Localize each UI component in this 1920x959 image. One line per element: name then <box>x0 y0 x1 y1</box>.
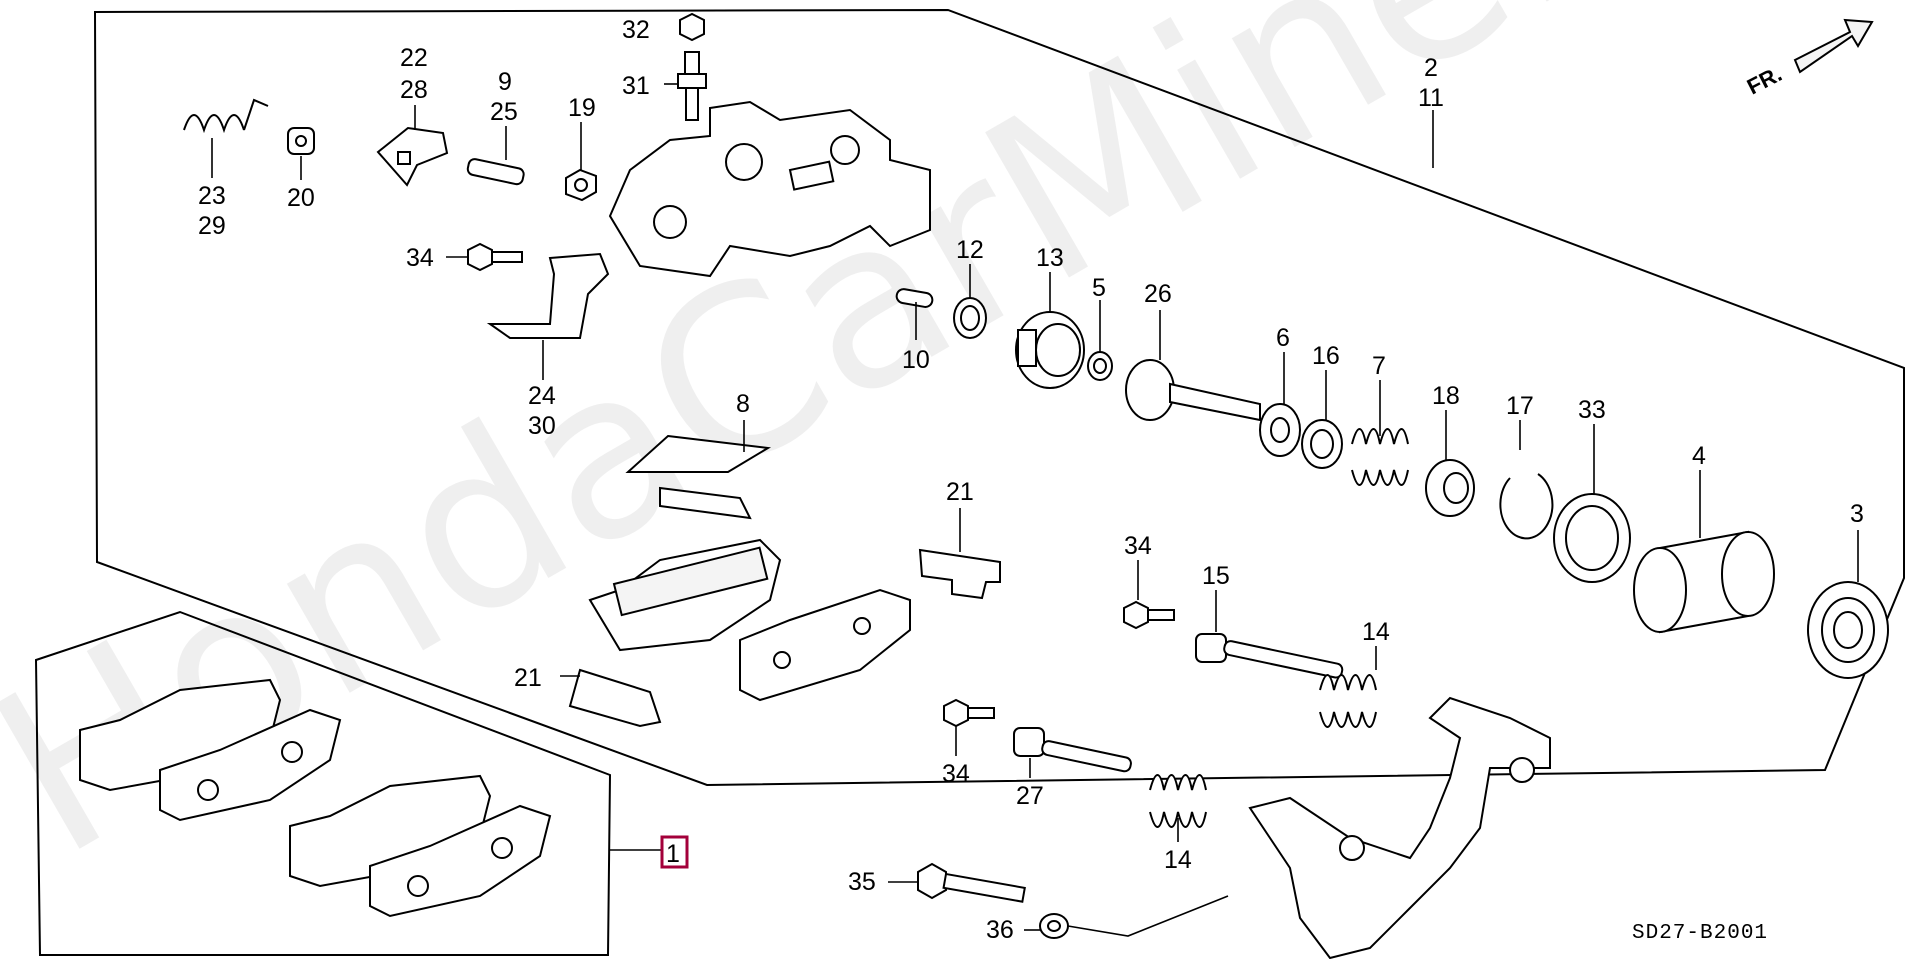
shim-part-8 <box>625 420 772 520</box>
callout-7[interactable]: 7 <box>1372 352 1386 380</box>
callout-30[interactable]: 30 <box>528 412 556 440</box>
bolt-part-34b <box>1123 560 1175 630</box>
callout-10[interactable]: 10 <box>902 346 930 374</box>
plate-part-6 <box>1259 352 1301 457</box>
callout-34c[interactable]: 34 <box>942 760 970 788</box>
bolt-part-34c <box>943 698 995 756</box>
guide-pin-part-27 <box>1013 727 1132 778</box>
callout-29[interactable]: 29 <box>198 212 226 240</box>
callout-26[interactable]: 26 <box>1144 280 1172 308</box>
nut-part-19 <box>565 122 597 202</box>
pin-part-9 <box>466 126 525 186</box>
callout-13[interactable]: 13 <box>1036 244 1064 272</box>
callout-14b[interactable]: 14 <box>1164 846 1192 874</box>
callout-11[interactable]: 11 <box>1418 84 1444 112</box>
callout-22[interactable]: 22 <box>400 44 428 72</box>
callout-9[interactable]: 9 <box>498 68 512 96</box>
seal-part-33 <box>1553 424 1631 583</box>
callout-16[interactable]: 16 <box>1312 342 1340 370</box>
lever-part-22 <box>376 105 449 187</box>
callout-5[interactable]: 5 <box>1092 274 1106 302</box>
pad-set-part-1 <box>79 678 552 918</box>
callout-6[interactable]: 6 <box>1276 324 1290 352</box>
callout-27[interactable]: 27 <box>1016 782 1044 810</box>
piston-part-4 <box>1633 470 1775 634</box>
pad-outer-part <box>739 588 911 702</box>
callout-36[interactable]: 36 <box>986 916 1014 944</box>
callout-33[interactable]: 33 <box>1578 396 1606 424</box>
callout-20[interactable]: 20 <box>287 184 315 212</box>
bolt-part-34a <box>446 242 523 272</box>
callout-28[interactable]: 28 <box>400 76 428 104</box>
retainer-part-21a <box>918 508 1001 600</box>
front-direction-label: FR. <box>1743 61 1786 99</box>
callout-1-highlight-box <box>660 835 689 869</box>
bleeder-screw-part-31 <box>664 51 707 121</box>
callout-1[interactable]: 1 <box>666 840 680 868</box>
ring-part-5 <box>1087 300 1113 381</box>
callout-21a[interactable]: 21 <box>946 478 974 506</box>
collar-part-20 <box>287 127 315 180</box>
retainer-part-21b <box>560 668 662 728</box>
washer-part-16 <box>1301 370 1343 469</box>
pad-inner-part <box>588 538 782 652</box>
callout-14a[interactable]: 14 <box>1362 618 1390 646</box>
spring-part-14a <box>1319 646 1377 728</box>
drawing-code: SD27-B2001 <box>1632 922 1768 945</box>
callout-2[interactable]: 2 <box>1424 54 1438 82</box>
spring-part-14b <box>1149 774 1207 842</box>
callout-34b[interactable]: 34 <box>1124 532 1152 560</box>
callout-25[interactable]: 25 <box>490 98 518 126</box>
callout-17[interactable]: 17 <box>1506 392 1534 420</box>
spring-part-7 <box>1351 380 1409 486</box>
callout-34a[interactable]: 34 <box>406 244 434 272</box>
sleeve-part-13 <box>1015 272 1085 389</box>
callout-15[interactable]: 15 <box>1202 562 1230 590</box>
callout-19[interactable]: 19 <box>568 94 596 122</box>
caliper-bracket-part <box>1248 696 1551 959</box>
callout-4[interactable]: 4 <box>1692 442 1706 470</box>
caliper-body-part <box>608 100 931 278</box>
bolt-part-35 <box>888 862 1026 903</box>
pin-part-10 <box>895 288 934 340</box>
boot-part-3 <box>1807 530 1889 679</box>
callout-35[interactable]: 35 <box>848 868 876 896</box>
bracket-part-24 <box>486 252 610 380</box>
callout-21b[interactable]: 21 <box>514 664 542 692</box>
callout-3[interactable]: 3 <box>1850 500 1864 528</box>
cup-part-18 <box>1425 410 1475 517</box>
callout-23[interactable]: 23 <box>198 182 226 210</box>
bleeder-cap-part-32 <box>679 12 705 42</box>
callout-18[interactable]: 18 <box>1432 382 1460 410</box>
washer-part-36 <box>1024 895 1229 939</box>
spindle-part-26 <box>1125 310 1261 422</box>
spring-part-23 <box>183 98 269 178</box>
callout-31[interactable]: 31 <box>622 72 650 100</box>
callout-24[interactable]: 24 <box>528 382 556 410</box>
circlip-part-17 <box>1499 420 1554 540</box>
ring-part-12 <box>953 264 987 339</box>
front-arrow-icon <box>1793 18 1874 74</box>
callout-8[interactable]: 8 <box>736 390 750 418</box>
callout-32[interactable]: 32 <box>622 16 650 44</box>
guide-pin-part-15 <box>1195 590 1344 679</box>
pad-set-boundary <box>34 610 612 956</box>
front-direction-indicator: FR. <box>1743 18 1874 99</box>
callout-12[interactable]: 12 <box>956 236 984 264</box>
